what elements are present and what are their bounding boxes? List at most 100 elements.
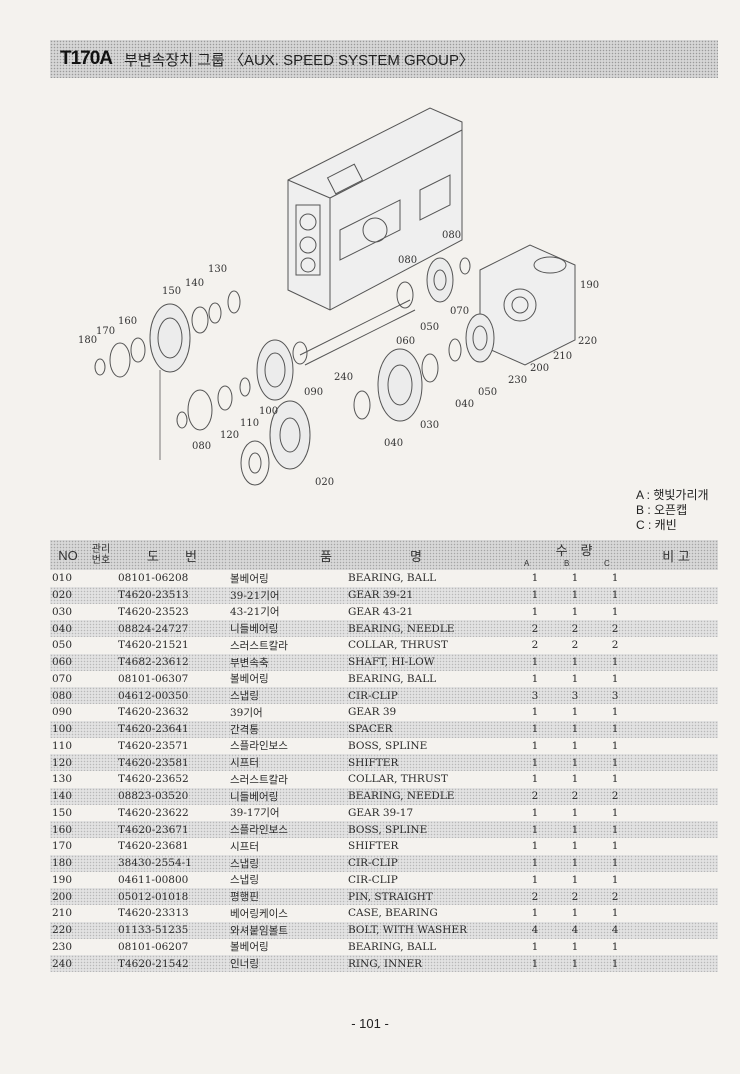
callout-070: 070 [450, 306, 469, 317]
cell-b: 1 [554, 586, 595, 604]
cell-code: T4620-23571 [118, 739, 189, 752]
cell-empty [634, 687, 719, 704]
cell-eng: CIR-CLIP [348, 873, 398, 886]
cell-empty [86, 754, 116, 771]
cell-b: 1 [554, 653, 595, 671]
callout-080-b: 080 [398, 255, 417, 266]
callout-180: 180 [78, 335, 97, 346]
cell-b: 2 [571, 639, 579, 652]
cell-a: 1 [531, 572, 539, 585]
cell-a: 1 [514, 821, 555, 838]
cell-b: 1 [571, 773, 579, 786]
callout-120: 120 [220, 430, 239, 441]
cell-b: 4 [554, 921, 595, 939]
cell-a: 1 [531, 806, 539, 819]
cell-no: 240 [50, 955, 86, 972]
cell-kor: 39-17기어 [230, 807, 280, 820]
cell-kor: 스냅링 [228, 854, 346, 872]
cell-empty [634, 637, 718, 654]
cell-eng: GEAR 39 [348, 706, 397, 719]
cell-b: 1 [571, 940, 579, 953]
cell-a: 3 [514, 687, 555, 704]
cell-a: 1 [514, 586, 555, 604]
cell-eng: BEARING, BALL [348, 940, 437, 953]
cell-b: 2 [554, 787, 595, 805]
cell-b: 1 [571, 672, 579, 685]
page-number: - 101 - [351, 1016, 389, 1031]
bearing-case [479, 244, 576, 366]
cell-empty [634, 888, 719, 905]
cell-code: 01133-51235 [116, 921, 228, 939]
callout-040-a: 040 [455, 399, 474, 410]
cell-eng: CASE, BEARING [348, 907, 438, 920]
transmission-housing [287, 107, 463, 311]
cell-no: 220 [50, 921, 86, 939]
cell-code: 04611-00800 [118, 873, 189, 886]
cell-eng: BEARING, NEEDLE [346, 787, 515, 805]
cell-c: 1 [594, 586, 635, 604]
cell-c: 1 [611, 773, 619, 786]
cell-empty [634, 939, 718, 956]
cell-eng: COLLAR, THRUST [348, 639, 448, 652]
cell-b: 1 [554, 720, 595, 738]
callout-020: 020 [315, 477, 334, 488]
callout-080-a: 080 [442, 230, 461, 241]
cell-kor: 볼베어링 [230, 941, 269, 954]
cell-empty [634, 754, 719, 771]
cell-c: 1 [594, 720, 635, 738]
cell-empty [86, 586, 116, 604]
qty-a: A [524, 559, 530, 568]
cell-b: 1 [571, 572, 579, 585]
cell-no: 190 [52, 873, 73, 886]
cell-empty [634, 872, 718, 889]
cell-a: 1 [531, 840, 539, 853]
cell-b: 1 [571, 840, 579, 853]
cell-a: 1 [531, 605, 539, 618]
cell-kor: 스냅링 [228, 687, 346, 704]
cell-empty [634, 805, 718, 822]
col-qty: 수 량 A B C [514, 540, 635, 570]
callout-080-c: 080 [192, 441, 211, 452]
cell-c: 1 [611, 940, 619, 953]
cell-kor: 볼베어링 [230, 572, 269, 585]
cell-code: 38430-2554-1 [116, 854, 228, 872]
cell-kor: 43-21기어 [230, 606, 280, 619]
cell-code: T4620-23652 [118, 773, 189, 786]
cell-code: T4620-23622 [118, 806, 189, 819]
cell-empty [86, 888, 116, 905]
cell-no: 170 [52, 840, 73, 853]
cell-code: T4620-21542 [116, 955, 228, 972]
cell-b: 2 [554, 620, 595, 637]
cell-b: 1 [571, 739, 579, 752]
cell-empty [86, 653, 116, 671]
callout-090: 090 [304, 387, 323, 398]
cell-a: 1 [531, 739, 539, 752]
cell-code: 04612-00350 [116, 687, 228, 704]
cell-code: T4682-23612 [116, 653, 228, 671]
cell-empty [634, 671, 718, 688]
callout-050-b: 050 [478, 387, 497, 398]
cell-eng: GEAR 39-21 [346, 586, 515, 604]
callout-150: 150 [162, 286, 181, 297]
cell-a: 1 [531, 940, 539, 953]
cell-empty [634, 955, 719, 972]
cell-no: 120 [50, 754, 86, 771]
cell-c: 1 [594, 653, 635, 671]
cell-empty [86, 620, 116, 637]
cell-empty [86, 872, 116, 889]
cell-c: 1 [594, 754, 635, 771]
cell-no: 210 [52, 907, 73, 920]
callout-100: 100 [259, 406, 278, 417]
cell-kor: 스플라인보스 [228, 821, 346, 838]
callout-130: 130 [208, 264, 227, 275]
cell-b: 1 [571, 907, 579, 920]
